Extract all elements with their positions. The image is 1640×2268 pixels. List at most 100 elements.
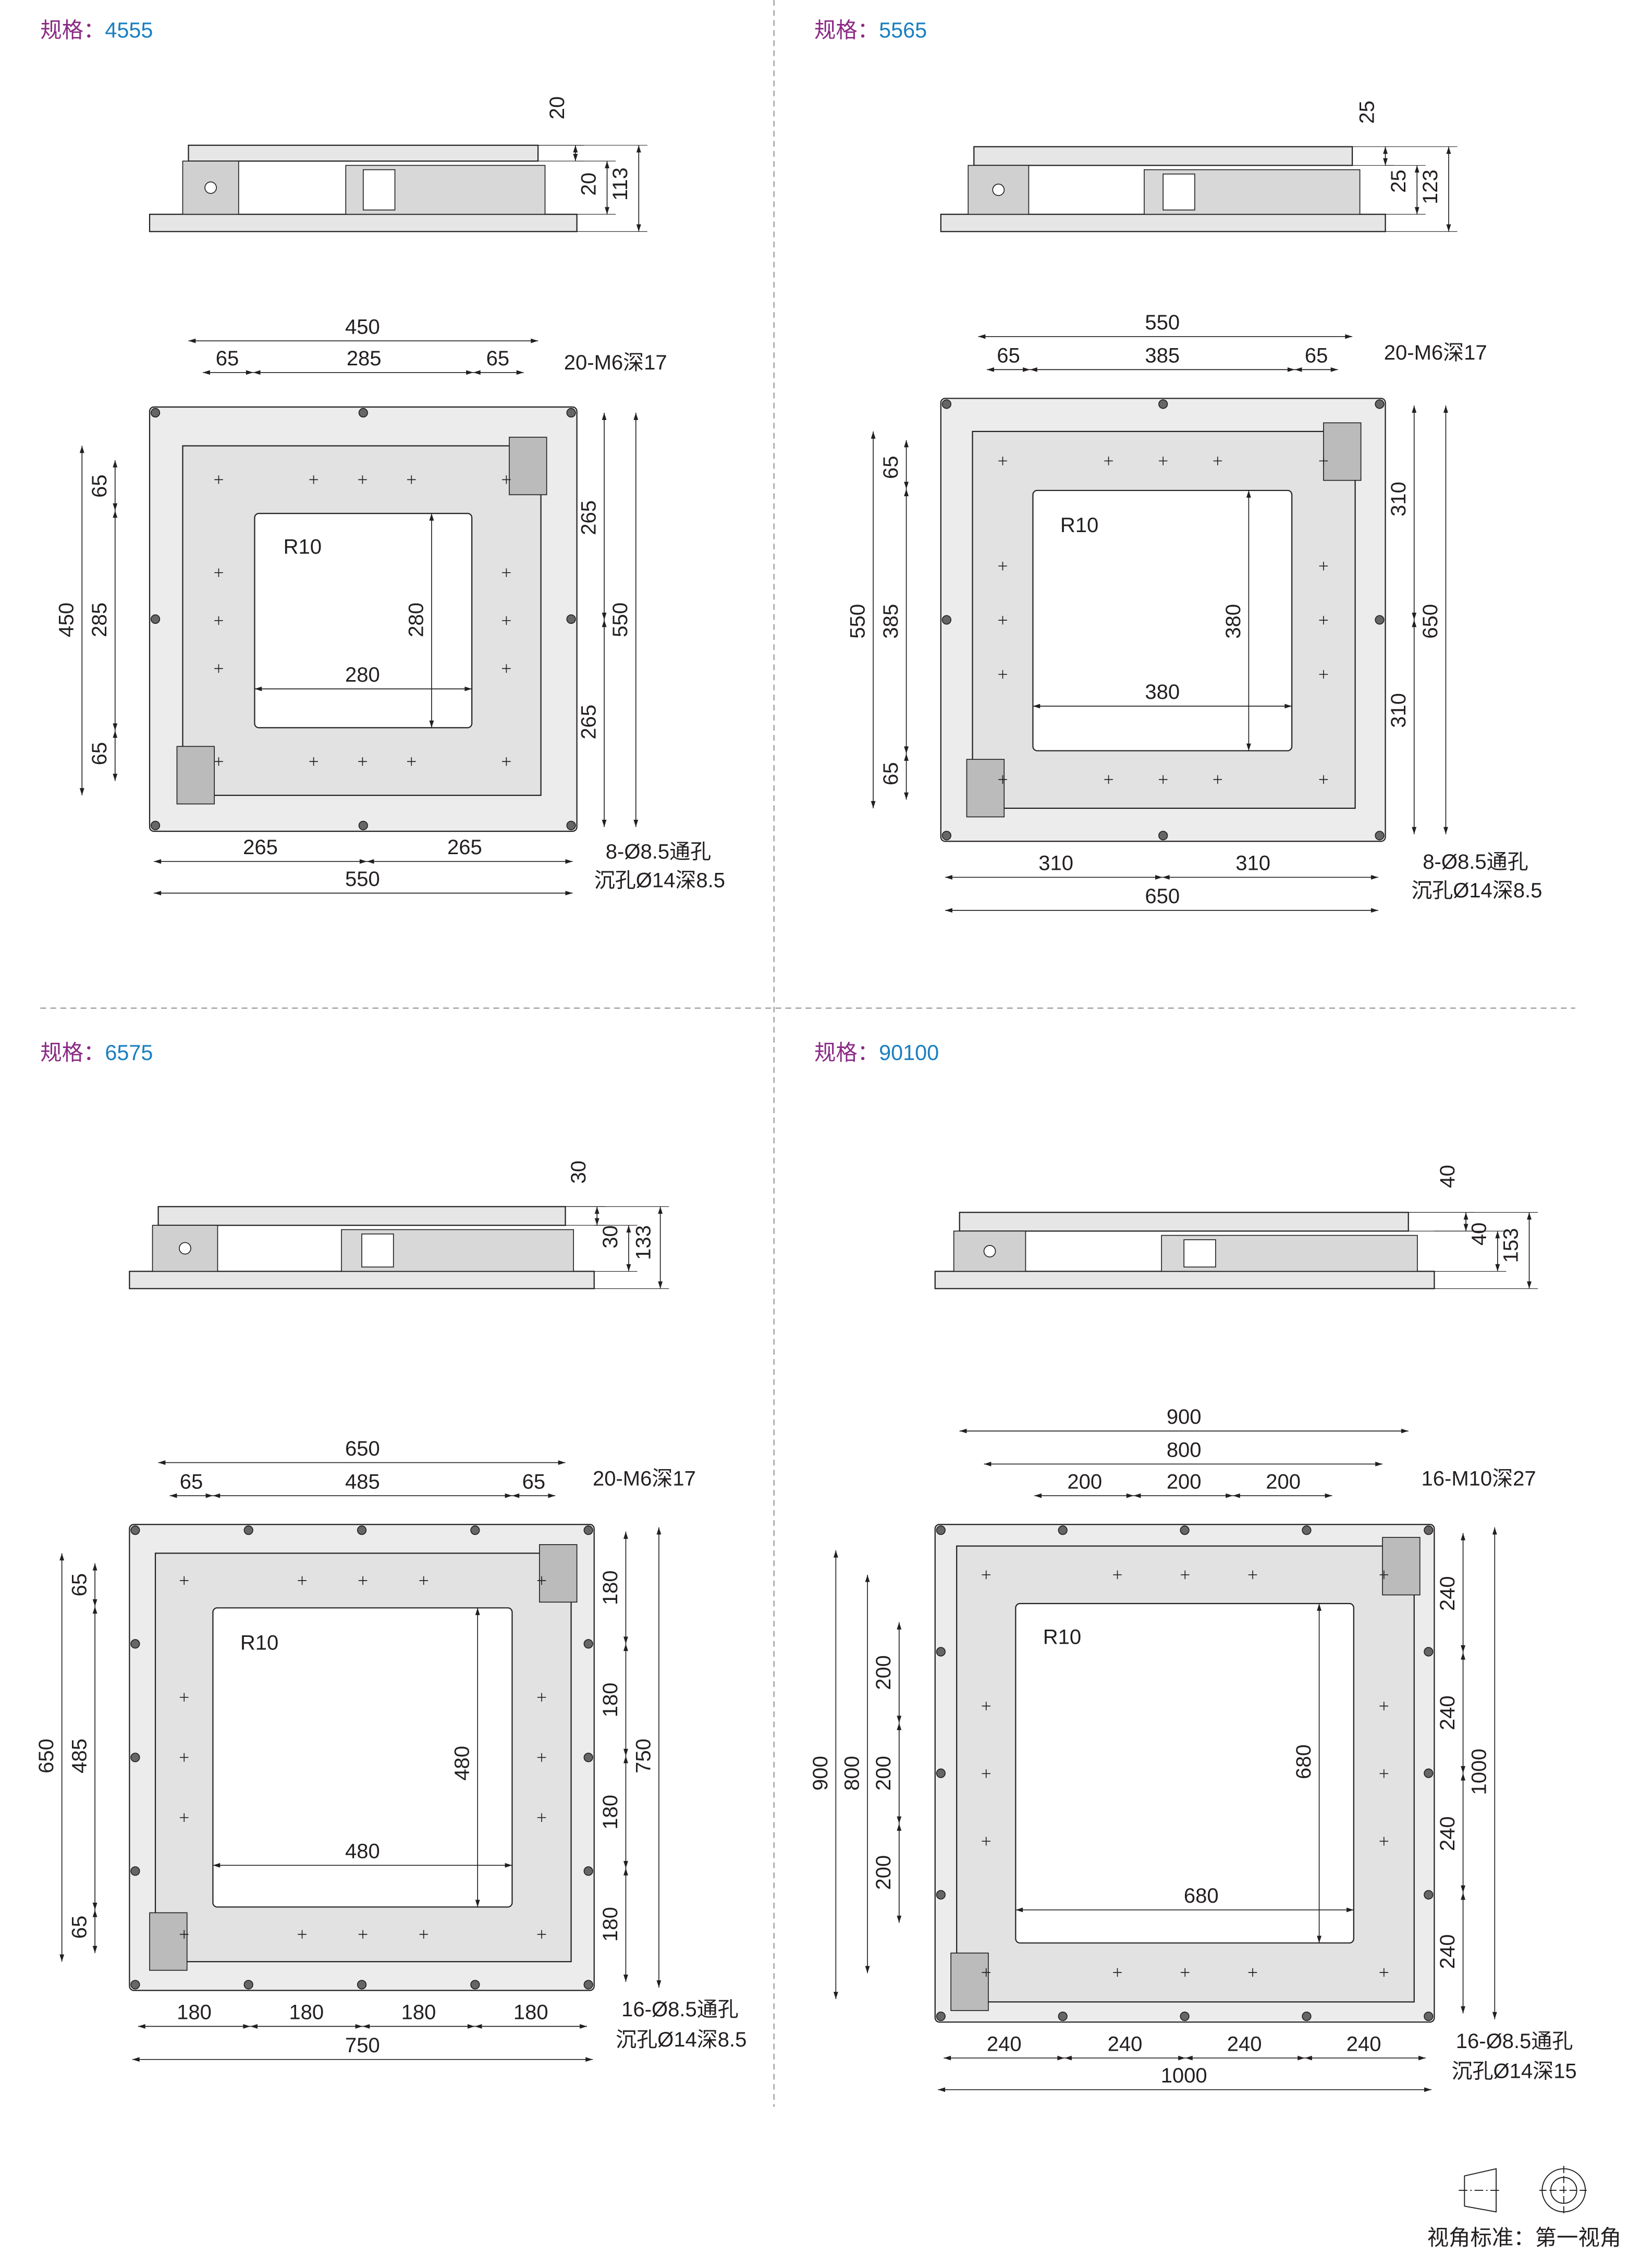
dimension-label: 650 [1419,604,1442,639]
dimension-arrow [865,1574,870,1582]
dimension-arrow [1461,1766,1465,1773]
tapped-hole [537,1693,546,1702]
dimension-arrow [1162,874,1170,880]
tapped-hole [1113,1570,1122,1580]
through-hole [936,1768,946,1778]
top-plate [188,144,539,162]
tapped-hole [179,1813,189,1822]
side-dimension-label: 30 [599,1225,622,1249]
spec-title: 规格：5565 [814,18,927,42]
tapped-hole [1319,457,1328,465]
dimension-label: 65 [486,347,510,370]
side-dimension-label: 40 [1468,1223,1491,1246]
tapped-hole [537,1753,546,1762]
dimension-arrow [1461,1885,1465,1893]
dimension-arrow [359,859,367,864]
tapped-hole [179,1930,189,1939]
dimension-arrow [658,1281,663,1289]
radius-label: R10 [1060,514,1098,537]
dimension-arrow [138,2024,145,2029]
motor-icon [361,1233,394,1268]
base-plate [934,1271,1435,1289]
dimension-arrow [1246,490,1251,498]
dimension-arrow [1034,1493,1042,1498]
dimension-arrow [1492,1527,1497,1535]
tapped-hole [998,775,1007,784]
dimension-arrow [474,2024,482,2029]
dimension-arrow [833,1550,838,1558]
motor-icon [1183,1239,1216,1268]
dimension-arrow [623,1748,628,1756]
counterbore-note: 沉孔Ø14深8.5 [616,2028,746,2051]
dimension-label: 1000 [1161,2064,1207,2087]
base-plate [940,214,1386,232]
dimension-arrow [623,1868,628,1876]
dimension-arrow [1414,165,1419,173]
through-hole [941,615,951,625]
dimension-arrow [623,1756,628,1764]
spec-value: 90100 [879,1041,939,1065]
dimension-arrow [429,513,434,521]
dimension-label: 240 [1227,2032,1262,2055]
dimension-arrow [626,1264,631,1272]
through-hole [1424,1647,1434,1657]
tapped-hole [1319,775,1328,784]
dimension-arrow [92,1606,97,1614]
dimension-arrow [169,1493,177,1498]
dimension-arrow [203,370,210,375]
tapped-hole [1213,775,1222,784]
dimension-arrow [113,773,118,781]
dimension-arrow [366,859,374,864]
dimension-arrow [1383,158,1388,166]
dimension-arrow [1294,367,1302,372]
through-hole [130,1753,140,1762]
tapped-hole [1104,775,1113,784]
tapped-hole [419,1576,428,1585]
through-hole [583,1525,593,1535]
dimension-arrow [1033,704,1041,709]
dimension-label: 65 [1305,344,1328,367]
tapped-hole [1319,561,1328,571]
dimension-label: 240 [987,2032,1022,2055]
tapped-hole [298,1576,307,1585]
through-hole [358,820,368,831]
through-hole [243,1525,253,1535]
dimension-arrow [602,620,607,627]
dimension-arrow [1383,146,1388,154]
top-plate [973,146,1353,166]
tapped-hole [1104,457,1113,465]
through-hole [1424,1525,1434,1535]
drive-block-left [182,161,239,215]
dimension-label: 550 [847,604,870,639]
drive-unit [966,759,1005,818]
first-angle-cone-icon [1459,2166,1588,2215]
dimension-arrow [505,1493,512,1498]
through-hole [1302,1525,1312,1535]
spec-title: 规格：4555 [40,18,153,42]
tapped-hole [298,1930,307,1939]
dimension-arrow [213,1863,221,1868]
dimension-arrow [464,686,472,692]
dimension-label: 65 [879,456,902,479]
tapped-hole [1113,1968,1122,1977]
dimension-label: 265 [577,705,600,739]
tapped-hole [1319,670,1328,679]
tapped-hole [502,475,511,484]
tapped-hole [998,670,1007,679]
dimension-label: 485 [68,1739,91,1773]
dimension-label: 280 [405,602,427,637]
tapped-hole [214,664,223,673]
dimension-label: 65 [879,762,902,785]
tapped-hole [1379,1769,1389,1778]
dimension-label: 650 [345,1437,380,1460]
dimension-arrow [213,1493,221,1498]
tapped-hole [407,757,416,766]
dimension-arrow [1246,743,1251,751]
dimension-arrow [1463,1212,1468,1220]
dimension-label: 750 [345,2034,380,2057]
